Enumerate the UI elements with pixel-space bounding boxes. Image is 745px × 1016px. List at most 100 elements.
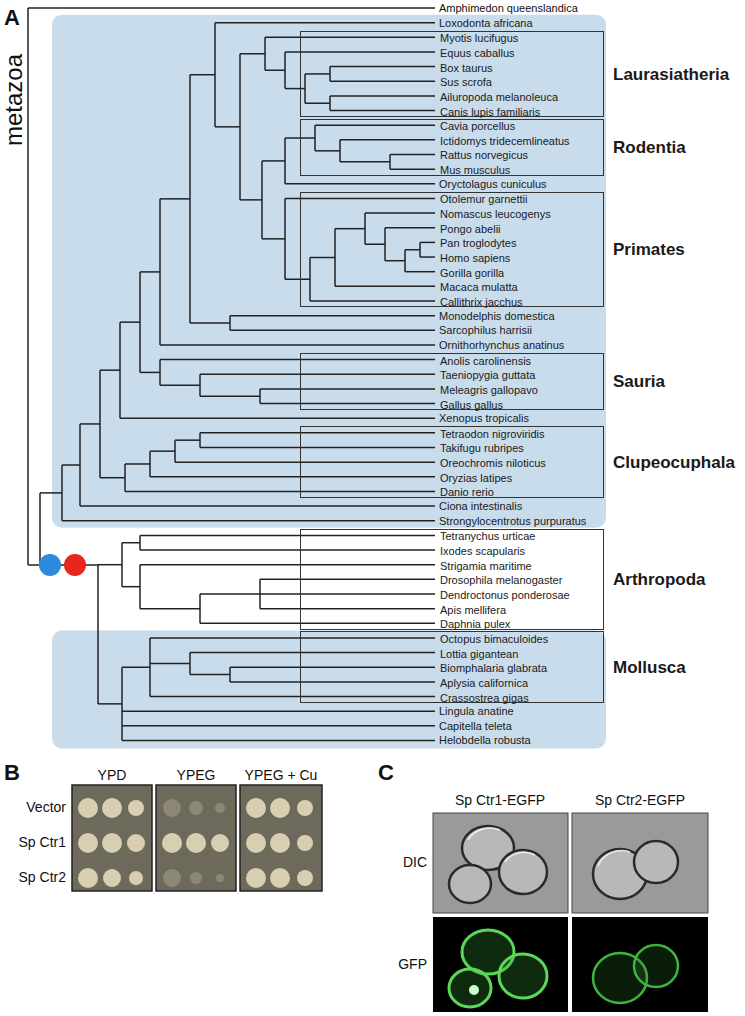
tree-branch [98,564,122,566]
tree-branch [98,703,122,705]
tree-branch [200,623,435,625]
tree-branch [385,260,405,262]
species-name: Amphimedon queenslandica [439,2,578,14]
tree-branch [62,520,435,522]
column-header: YPEG + Cu [245,768,318,783]
species-name: Callithrix jacchus [440,296,523,308]
panel-letter: B [4,761,20,785]
species-name: Box taurus [440,62,493,74]
species-name: Tetranychus urticae [440,530,535,542]
tree-branch [335,228,365,230]
species-name: Apis mellifera [440,604,506,616]
tree-branch [265,70,285,72]
species-name: Xenopus tropicalis [439,412,529,424]
species-name: Drosophila melanogaster [440,574,562,586]
species-name: Pongo abelii [440,223,501,235]
tree-branch [420,242,435,244]
clade-box: LaurasiatheriaMyotis lucifugusEquus caba… [300,31,604,117]
species-name: Danio rerio [440,486,494,498]
tree-branch [28,564,40,566]
clade-box: ClupeocuphalaTetraodon nigroviridisTakif… [300,426,604,498]
tree-branch [315,124,435,126]
tree-branch [122,542,140,544]
tree-branch [215,126,240,128]
tree-branch [200,432,435,434]
row-label: Vector [26,800,66,815]
clade-box: PrimatesOtolemur garnettiiNomascus leuco… [300,192,604,308]
tree-branch [175,461,435,463]
species-name: Monodelphis domestica [439,310,555,322]
tree-branch [285,51,435,53]
species-name: Capitella teleta [439,720,512,732]
species-name: Myotis lucifugus [440,32,518,44]
species-name: Dendroctonus ponderosae [440,589,570,601]
tree-branch [285,198,435,200]
clade-region-fill [52,630,606,748]
microscopy [433,813,708,1012]
tree-branch [140,549,435,551]
species-name: Ciona intestinalis [439,500,522,512]
red-marker [64,554,86,576]
species-name: Gallus gallus [440,398,503,410]
tree-branch [335,286,435,288]
species-name: Strongylocentrotus purpuratus [439,515,586,527]
tree-branch [260,608,435,610]
species-name: Sus scrofa [440,76,492,88]
species-name: Otolemur garnettii [440,193,527,205]
tree-branch [150,476,435,478]
row-label: DIC [403,855,427,870]
tree-branch [230,667,435,669]
tree-branch [150,450,175,452]
species-name: Octopus bimaculoides [440,633,548,645]
clade-box: RodentiaCavia porcellusIctidomys tridece… [300,119,604,176]
species-name: Ixodes scapularis [440,545,525,557]
tree-branch [175,439,200,441]
tree-branch [330,110,435,112]
tree-branch [260,593,435,595]
species-name: Ictidomys tridecemlineatus [440,135,570,147]
column-header: YPD [98,768,127,783]
tree-branch [405,249,420,251]
tree-branch [285,183,435,185]
tree-branch [310,300,435,302]
spot-assay [72,785,322,891]
tree-branch [215,22,435,24]
tree-branch [200,447,435,449]
tree-branch [190,652,435,654]
clade-label: Sauria [613,373,665,392]
tree-branch [160,198,190,200]
tree-branch [190,674,230,676]
tree-branch [160,344,435,346]
tree-branch [230,681,435,683]
tree-branch [365,212,435,214]
tree-branch [310,257,335,259]
tree-branch [260,579,435,581]
tree-branch [262,160,285,162]
clade-region: LaurasiatheriaMyotis lucifugusEquus caba… [52,15,606,528]
tree-branch [122,667,150,669]
panel-letter: C [378,761,394,785]
tree-branch [285,279,310,281]
tree-branch [80,423,100,425]
tree-branch [200,395,260,397]
species-name: Macaca mulatta [440,281,518,293]
blue-marker [39,554,61,576]
tree-branch [260,388,435,390]
species-name: Lottia gigantean [440,648,518,660]
species-name: Rattus norvegicus [440,149,528,161]
tree-branch [125,463,150,465]
species-name: Oreochromis niloticus [440,457,546,469]
panel-letter: A [4,6,20,30]
column-header: Sp Ctr1-EGFP [455,793,545,808]
tree-branch [315,150,340,152]
species-name: Helobdella robusta [439,734,531,746]
tree-branch [100,369,120,371]
species-name: Equus caballus [440,47,515,59]
tree-branch [260,403,435,405]
tree-branch [265,37,435,39]
column-header: YPEG [177,768,216,783]
clade-label: Laurasiatheria [613,66,729,85]
tree-branch [150,637,435,639]
tree-branch [340,161,390,163]
clade-region-fill [52,15,606,528]
